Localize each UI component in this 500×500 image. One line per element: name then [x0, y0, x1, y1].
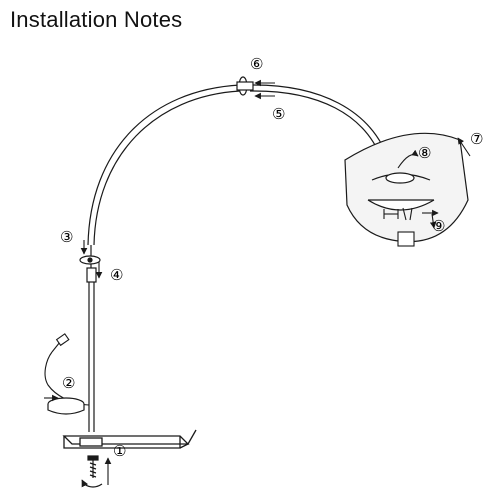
arc-coupling-icon [236, 76, 254, 96]
foot-switch-icon [47, 397, 85, 415]
step-marker-8: ⑧ [418, 144, 431, 162]
lamp-base [62, 429, 197, 449]
page-title: Installation Notes [10, 7, 183, 32]
step-marker-9: ⑨ [432, 217, 445, 235]
power-cord [44, 333, 90, 406]
step-marker-1: ① [113, 442, 126, 460]
lamp-pole [86, 245, 97, 432]
arrow-step-9b [429, 213, 437, 229]
pole-joint-icon [79, 255, 101, 265]
step-marker-5: ⑤ [272, 105, 285, 123]
base-screw-icon [81, 455, 103, 488]
arrow-step-8 [397, 149, 419, 169]
bulb-assembly-icon [383, 207, 415, 247]
step-marker-6: ⑥ [250, 55, 263, 73]
step-marker-2: ② [62, 374, 75, 392]
arrow-step-7 [457, 137, 471, 157]
step-marker-3: ③ [60, 228, 73, 246]
step-marker-4: ④ [110, 266, 123, 284]
step-marker-7: ⑦ [470, 130, 483, 148]
lamp-arc [87, 84, 389, 246]
lamp-shade [344, 132, 469, 243]
